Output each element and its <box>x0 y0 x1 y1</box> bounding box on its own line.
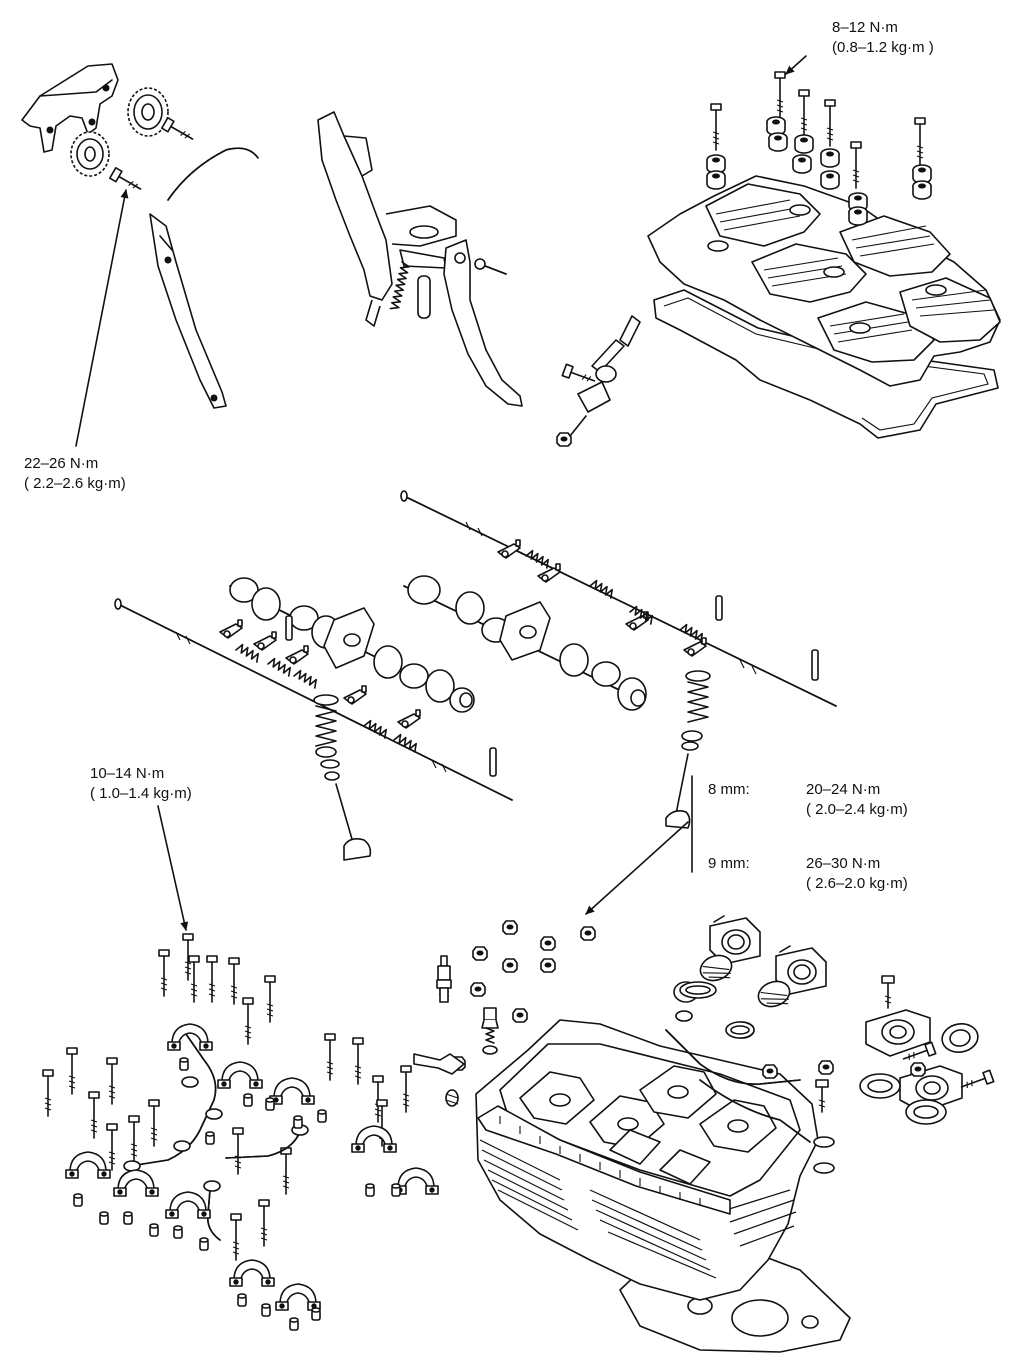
cam-holder-assembly <box>42 933 439 1331</box>
cam-holder-bolt-torque-nm: 10–14 N·m <box>90 765 165 782</box>
sprocket-bolt-torque-kgm: ( 2.2–2.6 kg·m) <box>24 475 126 492</box>
head-cover-assembly <box>556 71 1001 447</box>
cam-chain-tensioner <box>317 111 523 407</box>
head-nut-9mm-torque-nm: 26–30 N·m <box>806 855 881 872</box>
head-nut-8mm-torque-nm: 20–24 N·m <box>806 781 881 798</box>
head-nut-8mm-torque-kgm: ( 2.0–2.4 kg·m) <box>806 801 908 818</box>
cover-bolt-torque-kgm: (0.8–1.2 kg·m ) <box>832 39 934 56</box>
head-nut-8mm-size: 8 mm: <box>708 781 750 798</box>
head-nut-9mm-size: 9 mm: <box>708 855 750 872</box>
cylinder-head-assembly <box>413 915 995 1353</box>
leader-lines <box>75 55 807 931</box>
head-nut-9mm-torque-kgm: ( 2.6–2.0 kg·m) <box>806 875 908 892</box>
cam-holder-bolt-torque-kgm: ( 1.0–1.4 kg·m) <box>90 785 192 802</box>
cam-chain-assembly <box>21 63 259 409</box>
camshaft-rocker-assembly <box>114 490 837 873</box>
cover-bolt-torque-nm: 8–12 N·m <box>832 19 898 36</box>
sprocket-bolt-torque-nm: 22–26 N·m <box>24 455 99 472</box>
